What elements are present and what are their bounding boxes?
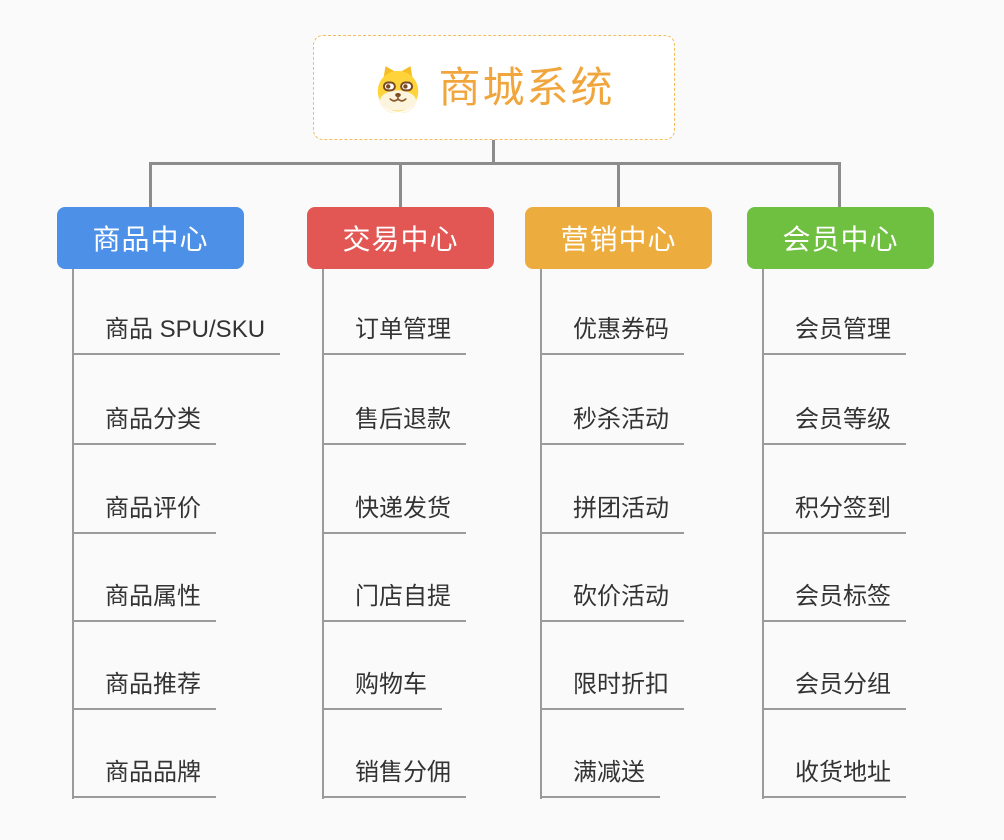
connector-root-drop <box>492 140 495 165</box>
branch-item[interactable]: 订单管理 <box>322 314 466 355</box>
branch-header-trade[interactable]: 交易中心 <box>307 207 494 269</box>
branch-item[interactable]: 商品属性 <box>72 581 216 622</box>
branch-item[interactable]: 会员管理 <box>762 314 906 355</box>
branch-item[interactable]: 砍价活动 <box>540 581 684 622</box>
root-title: 商城系统 <box>438 63 615 111</box>
branch-item[interactable]: 会员等级 <box>762 404 906 445</box>
branch-item[interactable]: 购物车 <box>322 669 442 710</box>
branch-item[interactable]: 商品品牌 <box>72 757 216 798</box>
branch-item[interactable]: 商品分类 <box>72 404 216 445</box>
branch-item[interactable]: 门店自提 <box>322 581 466 622</box>
branch-member-center: 会员中心 会员管理 会员等级 积分签到 会员标签 会员分组 收货地址 <box>747 207 997 817</box>
branch-item[interactable]: 拼团活动 <box>540 493 684 534</box>
connector-bus <box>149 162 840 165</box>
connector-drop-trade <box>399 162 402 207</box>
connector-drop-product <box>149 162 152 207</box>
branch-item[interactable]: 会员分组 <box>762 669 906 710</box>
branch-product-center: 商品中心 商品 SPU/SKU 商品分类 商品评价 商品属性 商品推荐 商品品牌 <box>57 207 307 817</box>
branch-header-product[interactable]: 商品中心 <box>57 207 244 269</box>
branch-item[interactable]: 商品 SPU/SKU <box>72 314 281 355</box>
branch-item[interactable]: 会员标签 <box>762 581 906 622</box>
connector-rail-member <box>762 269 764 799</box>
branch-marketing-center: 营销中心 优惠券码 秒杀活动 拼团活动 砍价活动 限时折扣 满减送 <box>525 207 775 817</box>
connector-drop-member <box>838 162 841 207</box>
branch-trade-center: 交易中心 订单管理 售后退款 快递发货 门店自提 购物车 销售分佣 <box>307 207 557 817</box>
branch-item[interactable]: 限时折扣 <box>540 669 684 710</box>
branch-item[interactable]: 售后退款 <box>322 404 466 445</box>
branch-item[interactable]: 销售分佣 <box>322 757 466 798</box>
branch-item[interactable]: 秒杀活动 <box>540 404 684 445</box>
root-node[interactable]: 商城系统 <box>313 35 675 140</box>
branch-item[interactable]: 积分签到 <box>762 493 906 534</box>
connector-rail-marketing <box>540 269 542 799</box>
dog-face-icon <box>378 65 419 113</box>
branch-item[interactable]: 优惠券码 <box>540 314 684 355</box>
branch-item[interactable]: 商品推荐 <box>72 669 216 710</box>
branch-header-member[interactable]: 会员中心 <box>747 207 934 269</box>
connector-drop-marketing <box>617 162 620 207</box>
branch-item[interactable]: 满减送 <box>540 757 660 798</box>
branch-item[interactable]: 快递发货 <box>322 493 466 534</box>
connector-rail-product <box>72 269 74 799</box>
branch-item[interactable]: 商品评价 <box>72 493 216 534</box>
branch-item[interactable]: 收货地址 <box>762 757 906 798</box>
branch-header-marketing[interactable]: 营销中心 <box>525 207 712 269</box>
connector-rail-trade <box>322 269 324 799</box>
